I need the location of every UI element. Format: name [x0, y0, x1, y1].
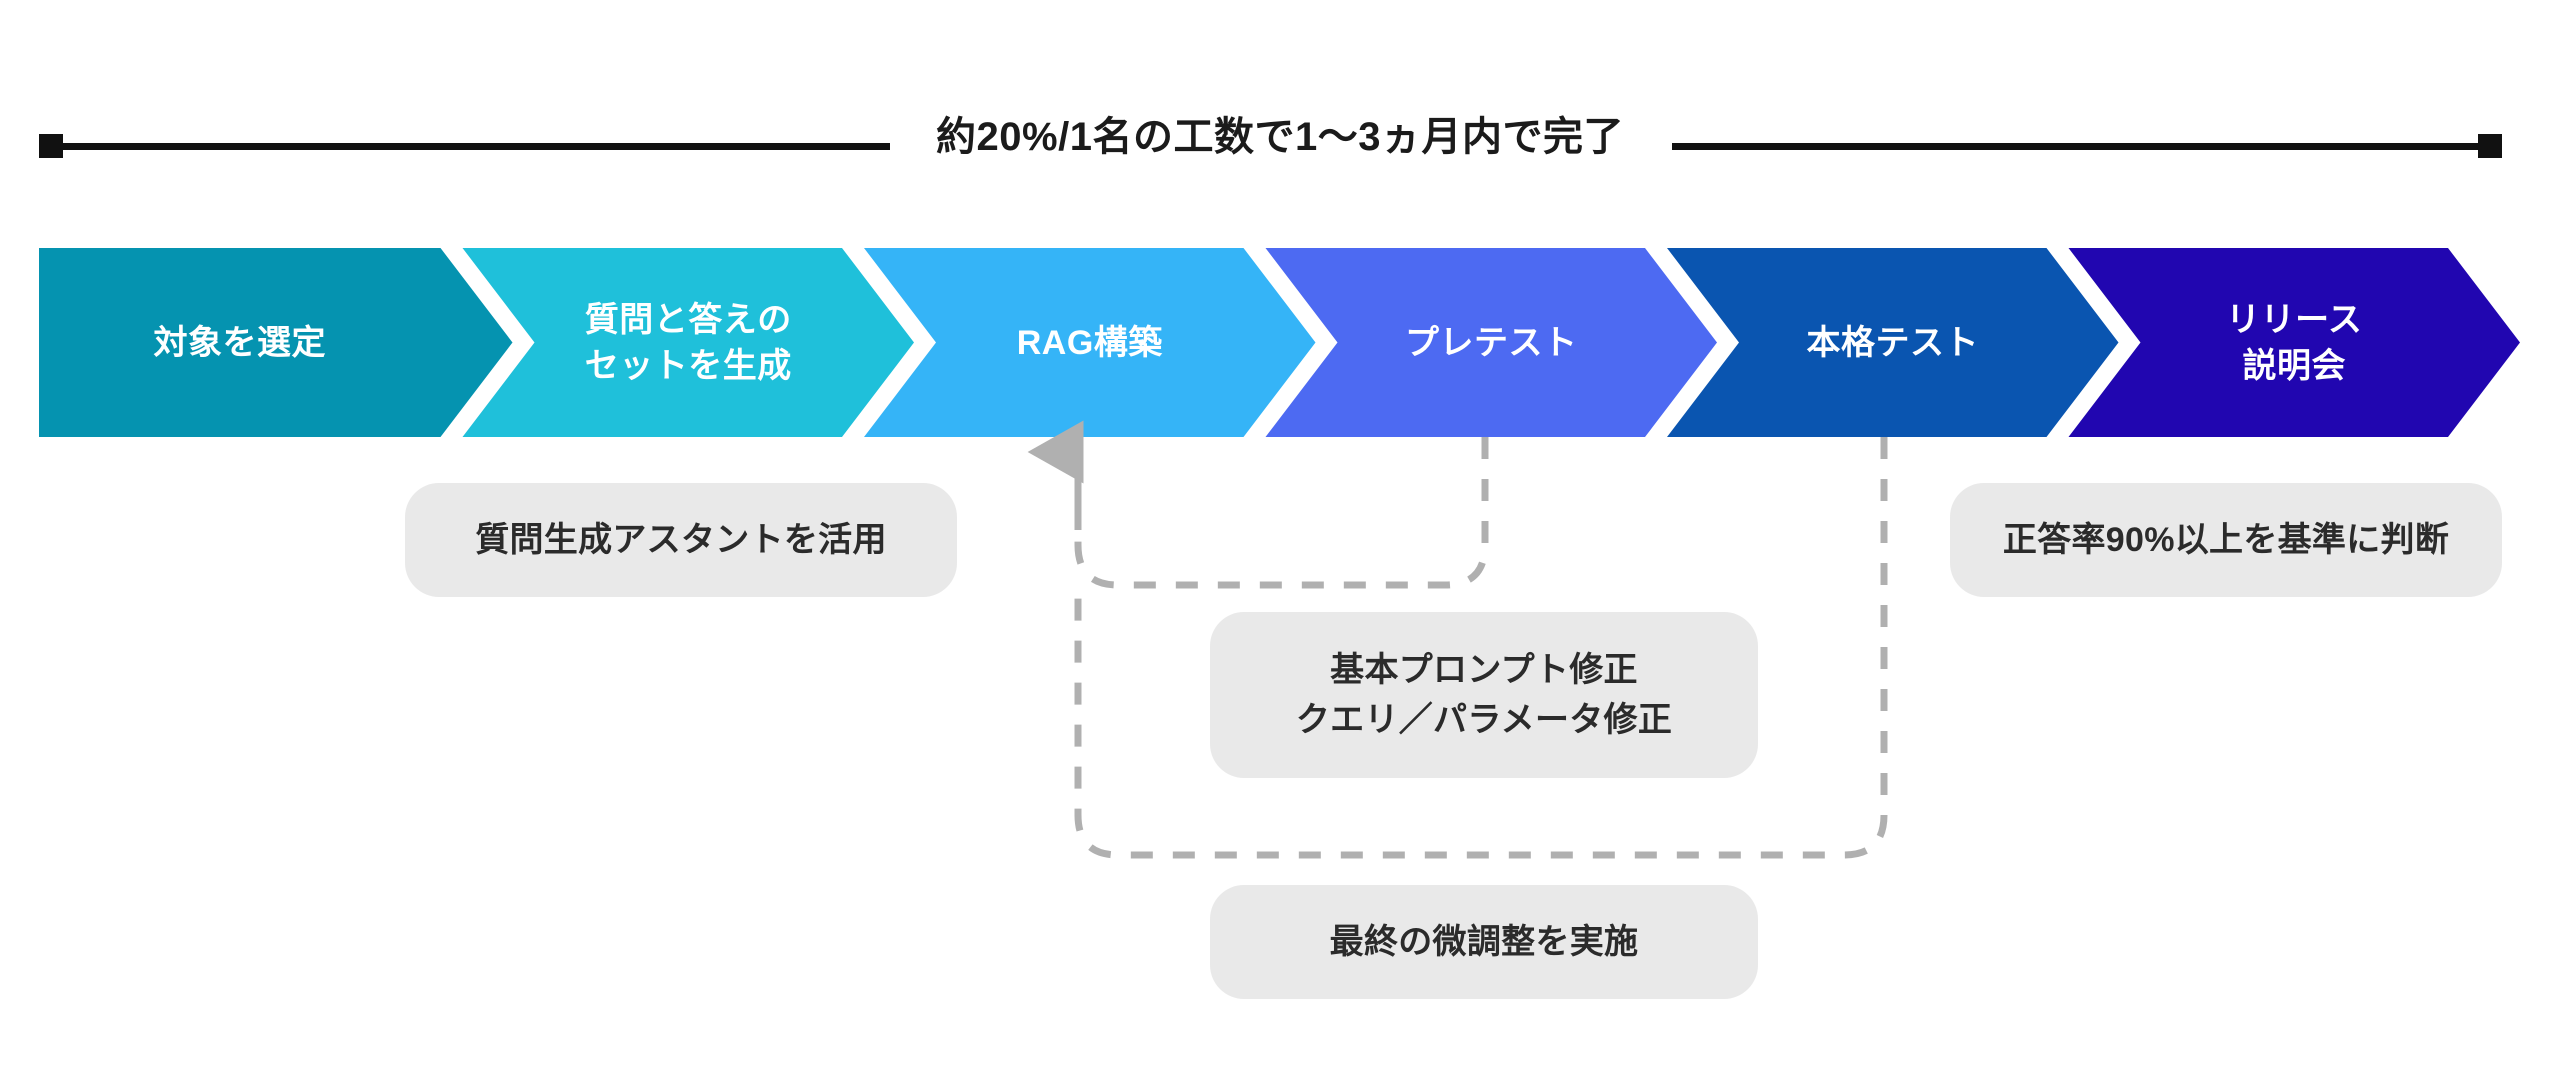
timeline-line-left: [60, 143, 890, 150]
process-step-3[interactable]: [1265, 248, 1718, 437]
inner-feedback-loop: [1074, 437, 1489, 589]
note-bubble-0: 質問生成アスタントを活用: [405, 483, 957, 597]
note-bubble-1: 基本プロンプト修正 クエリ／パラメータ修正: [1210, 612, 1758, 778]
process-step-1[interactable]: [462, 248, 915, 437]
timeline-cap-left: [39, 134, 63, 158]
outer-feedback-loop: [1074, 437, 1888, 859]
note-bubble-3: 正答率90%以上を基準に判断: [1950, 483, 2502, 597]
process-step-4[interactable]: [1667, 248, 2119, 437]
timeline-label: 約20%/1名の工数で1〜3ヵ月内で完了: [936, 115, 1624, 159]
note-bubble-2: 最終の微調整を実施: [1210, 885, 1758, 999]
timeline-cap-right: [2478, 134, 2502, 158]
process-step-5[interactable]: [2068, 248, 2521, 437]
process-step-0[interactable]: [39, 248, 513, 437]
process-step-2[interactable]: [864, 248, 1316, 437]
timeline-line-right: [1672, 143, 2502, 150]
